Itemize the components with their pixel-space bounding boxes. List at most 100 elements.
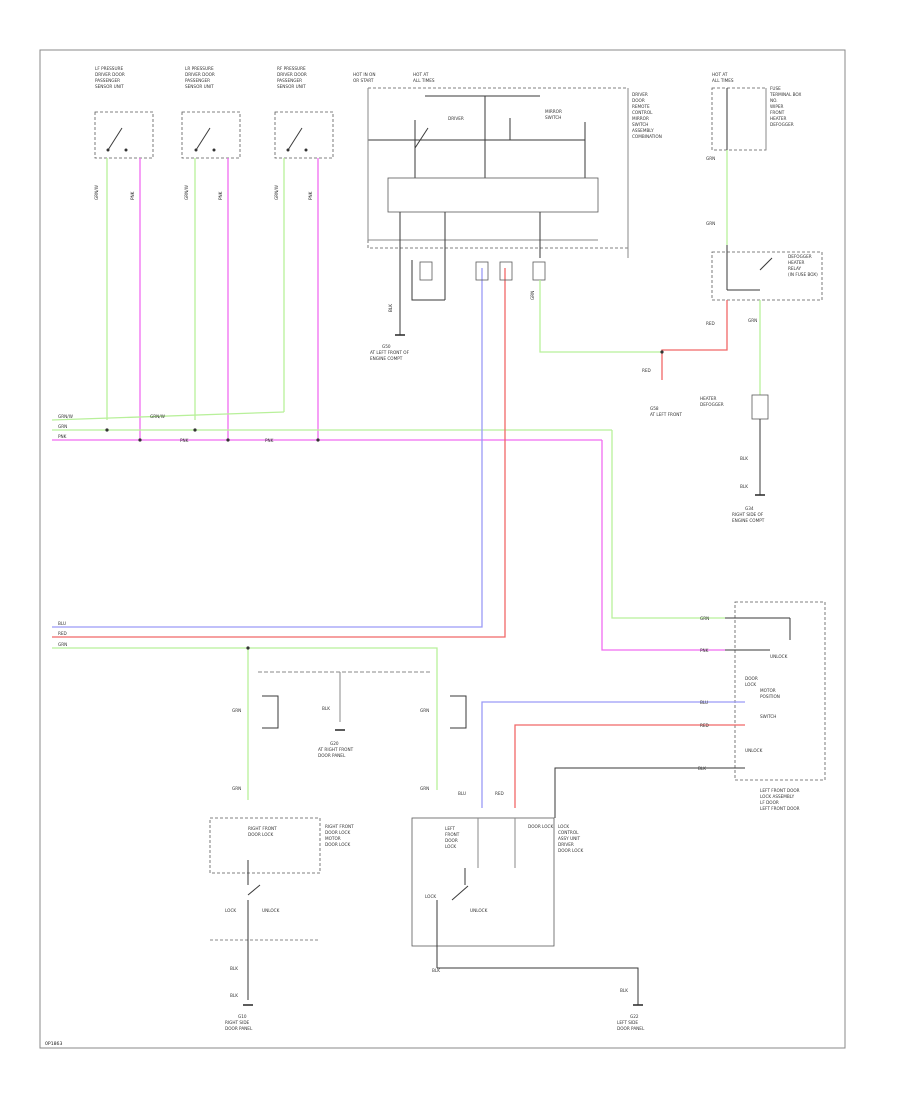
lower-bus-label-2: RED <box>58 631 67 636</box>
fuse-top-1: HOT AT <box>712 72 728 77</box>
sensor-3-label-2: DRIVER DOOR <box>277 72 307 77</box>
fuse-top-2: ALL TIMES <box>712 78 734 83</box>
relay-label-1: DEFOGGER <box>788 254 812 259</box>
fuse-relay-group: HOT AT ALL TIMES FUSE TERMINAL BOX NO. W… <box>642 72 823 523</box>
right-box-label-6: UNLOCK <box>745 748 763 753</box>
mid-block-3: DOOR <box>445 838 458 843</box>
left-block-label-2: DOOR LOCK <box>325 830 350 835</box>
mid-block-1: LEFT <box>445 826 455 831</box>
relay-label-2: HEATER <box>788 260 805 265</box>
ground-6-label-3: ENGINE COMPT <box>732 518 765 523</box>
mid-wire-grn-1: GRN <box>420 708 429 713</box>
left-block-lock: LOCK <box>225 908 236 913</box>
mid-block-red: RED <box>495 791 504 796</box>
left-block-blk-2: BLK <box>230 993 238 998</box>
ground-4-label-3: DOOR PANEL <box>225 1026 253 1031</box>
ground-3-label-3: DOOR PANEL <box>318 753 346 758</box>
mid-block-unlock: UNLOCK <box>470 908 488 913</box>
sensor-1-switch <box>107 127 123 151</box>
sensor-3-box <box>274 111 334 159</box>
heater-label-1: HEATER <box>700 396 717 401</box>
right-box-label-3: MOTOR <box>760 688 776 693</box>
right-box-title-1: LEFT FRONT DOOR <box>760 788 800 793</box>
right-box-title-4: LEFT FRONT DOOR <box>760 806 800 811</box>
module-side-7: ASSEMBLY <box>632 128 654 133</box>
center-module: HOT IN ON OR START HOT AT ALL TIMES DRIV… <box>353 72 662 361</box>
mid-block-side-5: DOOR LOCK <box>558 848 583 853</box>
left-block-blk-1: BLK <box>230 966 238 971</box>
module-side-6: SWITCH <box>632 122 648 127</box>
right-box-blu: BLU <box>700 700 708 705</box>
pressure-sensor-1: LF PRESSURE DRIVER DOOR PASSENGER SENSOR… <box>94 66 154 159</box>
left-block-label-4: DOOR LOCK <box>325 842 350 847</box>
sensor-2-label-3: PASSENGER <box>185 78 210 83</box>
mid-block-4: LOCK <box>445 844 456 849</box>
ground-5-label-1: G22 <box>630 1014 639 1019</box>
pressure-sensor-3: RF PRESSURE DRIVER DOOR PASSENGER SENSOR… <box>274 66 334 159</box>
right-box-unlock: UNLOCK <box>770 654 788 659</box>
sensor-2-label-4: SENSOR UNIT <box>185 84 214 89</box>
sensor-2-box <box>181 111 241 159</box>
module-side-3: REMOTE <box>632 104 650 109</box>
right-box-label-2: LOCK <box>745 682 756 687</box>
ground-3-label-2: AT RIGHT FRONT <box>318 747 354 752</box>
mid-block-side-4: DRIVER <box>558 842 574 847</box>
module-side-4: CONTROL <box>632 110 653 115</box>
sensor-1-label-1: LF PRESSURE <box>95 66 123 71</box>
bus-label-1: GRN/W <box>58 414 73 419</box>
ground-4-label-2: RIGHT SIDE <box>225 1020 250 1025</box>
ground-6-label-1: G34 <box>745 506 754 511</box>
fuse-side-7: DEFOGGER <box>770 122 794 127</box>
module-side-2: DOOR <box>632 98 645 103</box>
right-box-title-3: LF DOOR <box>760 800 779 805</box>
bus-label-5: PNK <box>180 438 189 443</box>
mid-block-blu: BLU <box>458 791 466 796</box>
wire-label-s2p: PNK <box>218 191 223 200</box>
wire-label-s1g: GRN/W <box>94 185 99 200</box>
relay-label-3: RELAY <box>788 266 802 271</box>
bus-label-6: PNK <box>265 438 274 443</box>
fuse-wire-1: GRN <box>706 156 715 161</box>
module-top-4: ALL TIMES <box>413 78 435 83</box>
pressure-sensor-2: LR PRESSURE DRIVER DOOR PASSENGER SENSOR… <box>181 66 241 159</box>
module-label-c: SWITCH <box>545 115 561 120</box>
pressure-sensor-group: LF PRESSURE DRIVER DOOR PASSENGER SENSOR… <box>94 66 334 440</box>
fuse-side-5: FRONT <box>770 110 785 115</box>
door-lock-assembly: UNLOCK DOOR LOCK MOTOR POSITION SWITCH U… <box>481 601 826 818</box>
fuse-side-3: NO. <box>770 98 778 103</box>
sensor-1-label-3: PASSENGER <box>95 78 120 83</box>
bus-label-3: PNK <box>58 434 67 439</box>
right-box-red: RED <box>700 723 709 728</box>
heater-wire-blk-2: BLK <box>740 484 748 489</box>
mid-block-side-2: CONTROL <box>558 830 579 835</box>
door-lock-control-block: LEFT FRONT DOOR LOCK DOOR LOCK LOCK CONT… <box>411 791 645 1031</box>
relay-wire-red: RED <box>706 321 715 326</box>
ground-2-label-2: AT LEFT FRONT <box>650 412 682 417</box>
ground-2-label-1: G58 <box>650 406 659 411</box>
left-wire-grn-1: GRN <box>232 708 241 713</box>
module-top-2: OR START <box>353 78 374 83</box>
relay-label-4: (IN FUSE BOX) <box>788 272 818 277</box>
mid-wire-grn-2: GRN <box>420 786 429 791</box>
right-box-label-4: POSITION <box>760 694 780 699</box>
lower-bus-label-3: GRN <box>58 642 67 647</box>
wire-label-s3g: GRN/W <box>274 185 279 200</box>
module-side-1: DRIVER <box>632 92 648 97</box>
module-side-5: MIRROR <box>632 116 649 121</box>
diagram-code: 0P1863 <box>45 1041 62 1047</box>
right-box-title-2: LOCK ASSEMBLY <box>760 794 795 799</box>
left-wire-grn-2: GRN <box>232 786 241 791</box>
mid-block-lock: LOCK <box>425 894 436 899</box>
heater-wire-blk-1: BLK <box>740 456 748 461</box>
bus-lines: GRN/W GRN PNK GRN/W PNK PNK GRN PNK BLU … <box>51 268 725 800</box>
module-top-1: HOT IN ON <box>353 72 375 77</box>
fuse-side-6: HEATER <box>770 116 787 121</box>
ground-3-label-1: G20 <box>330 741 339 746</box>
right-front-door-lock: BLK G20 AT RIGHT FRONT DOOR PANEL GRN GR… <box>209 671 467 1031</box>
left-block-label-1: RIGHT FRONT <box>325 824 354 829</box>
heater-label-2: DEFOGGER <box>700 402 724 407</box>
ground-6-label-2: RIGHT SIDE OF <box>732 512 764 517</box>
left-block-2: DOOR LOCK <box>248 832 273 837</box>
fuse-side-1: FUSE <box>770 86 781 91</box>
